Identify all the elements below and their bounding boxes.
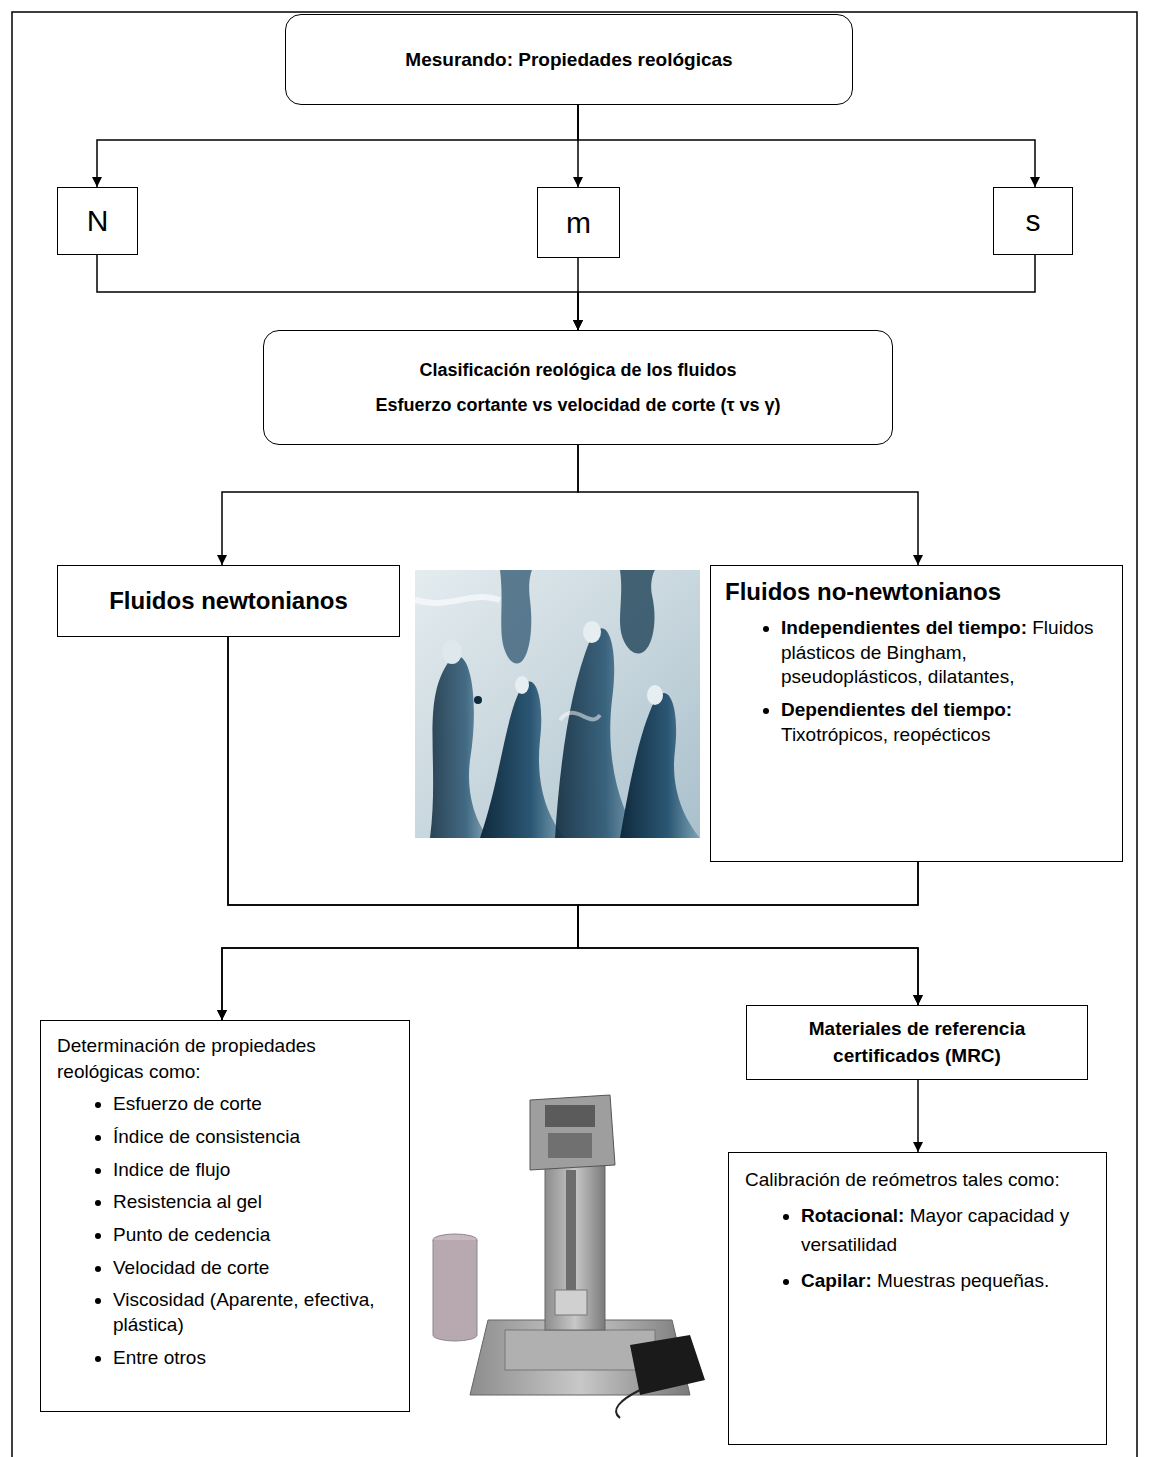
bullet-heading: Capilar: <box>801 1270 872 1291</box>
connector-arrow <box>578 105 1035 187</box>
bullet-text: Punto de cedencia <box>113 1224 270 1245</box>
bullet-text: Resistencia al gel <box>113 1191 262 1212</box>
letter-box: m <box>537 187 620 258</box>
bullet-item: Rotacional: Mayor capacidad y versatilid… <box>801 1201 1094 1260</box>
box-text: Fluidos no-newtonianos <box>725 578 1108 606</box>
category-box: Fluidos newtonianos <box>57 565 400 637</box>
calibration-box: Calibración de reómetros tales como: Rota… <box>728 1152 1107 1445</box>
bullet-item: Resistencia al gel <box>113 1190 397 1215</box>
category-box: Fluidos no-newtonianosIndependientes del… <box>710 565 1123 862</box>
box-text: Clasificación reológica de los fluidos <box>419 353 736 387</box>
connector-arrow <box>578 445 918 565</box>
box-text: Determinación de propiedades reológicas … <box>57 1033 397 1084</box>
bullet-item: Índice de consistencia <box>113 1125 397 1150</box>
bullet-heading: Dependientes del tiempo: <box>781 699 1012 720</box>
bullet-text: Viscosidad (Aparente, efectiva, plástica… <box>113 1289 375 1335</box>
connector-arrow <box>222 862 918 1020</box>
box-text: s <box>1026 204 1041 238</box>
frame-line <box>12 12 1137 1457</box>
bullet-text: Entre otros <box>113 1347 206 1368</box>
bullet-item: Capilar: Muestras pequeñas. <box>801 1266 1094 1295</box>
letter-box: N <box>57 187 138 255</box>
bullet-heading: Rotacional: <box>801 1205 904 1226</box>
bullet-item: Velocidad de corte <box>113 1256 397 1281</box>
bullet-text: Tixotrópicos, reopécticos <box>781 724 990 745</box>
properties-box: Determinación de propiedades reológicas … <box>40 1020 410 1412</box>
bullet-item: Independientes del tiempo: Fluidos plást… <box>781 616 1108 690</box>
bullet-text: Velocidad de corte <box>113 1257 269 1278</box>
fluid-ground <box>415 570 700 838</box>
bullet-text: Indice de flujo <box>113 1159 230 1180</box>
bullet-list: Independientes del tiempo: Fluidos plást… <box>721 616 1108 755</box>
bullet-item: Esfuerzo de corte <box>113 1092 397 1117</box>
box-text: Mesurando: Propiedades reológicas <box>405 49 732 71</box>
box-text: N <box>87 204 109 238</box>
bullet-item: Dependientes del tiempo: Tixotrópicos, r… <box>781 698 1108 747</box>
connector-arrow <box>578 255 1035 330</box>
rheometer <box>433 1095 705 1418</box>
bullet-item: Indice de flujo <box>113 1158 397 1183</box>
bullet-item: Viscosidad (Aparente, efectiva, plástica… <box>113 1288 397 1337</box>
bullet-item: Punto de cedencia <box>113 1223 397 1248</box>
bullet-list: Esfuerzo de corteÍndice de consistenciaI… <box>53 1092 397 1378</box>
bullet-list: Rotacional: Mayor capacidad y versatilid… <box>741 1201 1094 1301</box>
box-text: Calibración de reómetros tales como: <box>745 1167 1094 1193</box>
box-text: Esfuerzo cortante vs velocidad de corte … <box>375 388 780 422</box>
reference-box: Materiales de referencia certificados (M… <box>746 1005 1088 1080</box>
connector-arrow <box>222 445 578 565</box>
connector-arrow <box>578 862 918 1005</box>
connector-arrow <box>97 255 578 330</box>
classification-box: Clasificación reológica de los fluidosEs… <box>263 330 893 445</box>
box-text: Fluidos newtonianos <box>109 587 348 615</box>
bullet-heading: Independientes del tiempo: <box>781 617 1027 638</box>
bullet-text: Muestras pequeñas. <box>877 1270 1049 1291</box>
connector-arrow <box>917 1080 919 1152</box>
root-box: Mesurando: Propiedades reológicas <box>285 14 853 105</box>
connector-arrow <box>97 105 578 187</box>
bullet-item: Entre otros <box>113 1346 397 1371</box>
bullet-text: Índice de consistencia <box>113 1126 300 1147</box>
bullet-text: Esfuerzo de corte <box>113 1093 262 1114</box>
box-text: m <box>566 206 591 240</box>
box-text: Materiales de referencia certificados (M… <box>759 1016 1075 1069</box>
letter-box: s <box>993 187 1073 255</box>
connector-arrow <box>222 637 578 1020</box>
fluid-spikes <box>415 570 700 838</box>
